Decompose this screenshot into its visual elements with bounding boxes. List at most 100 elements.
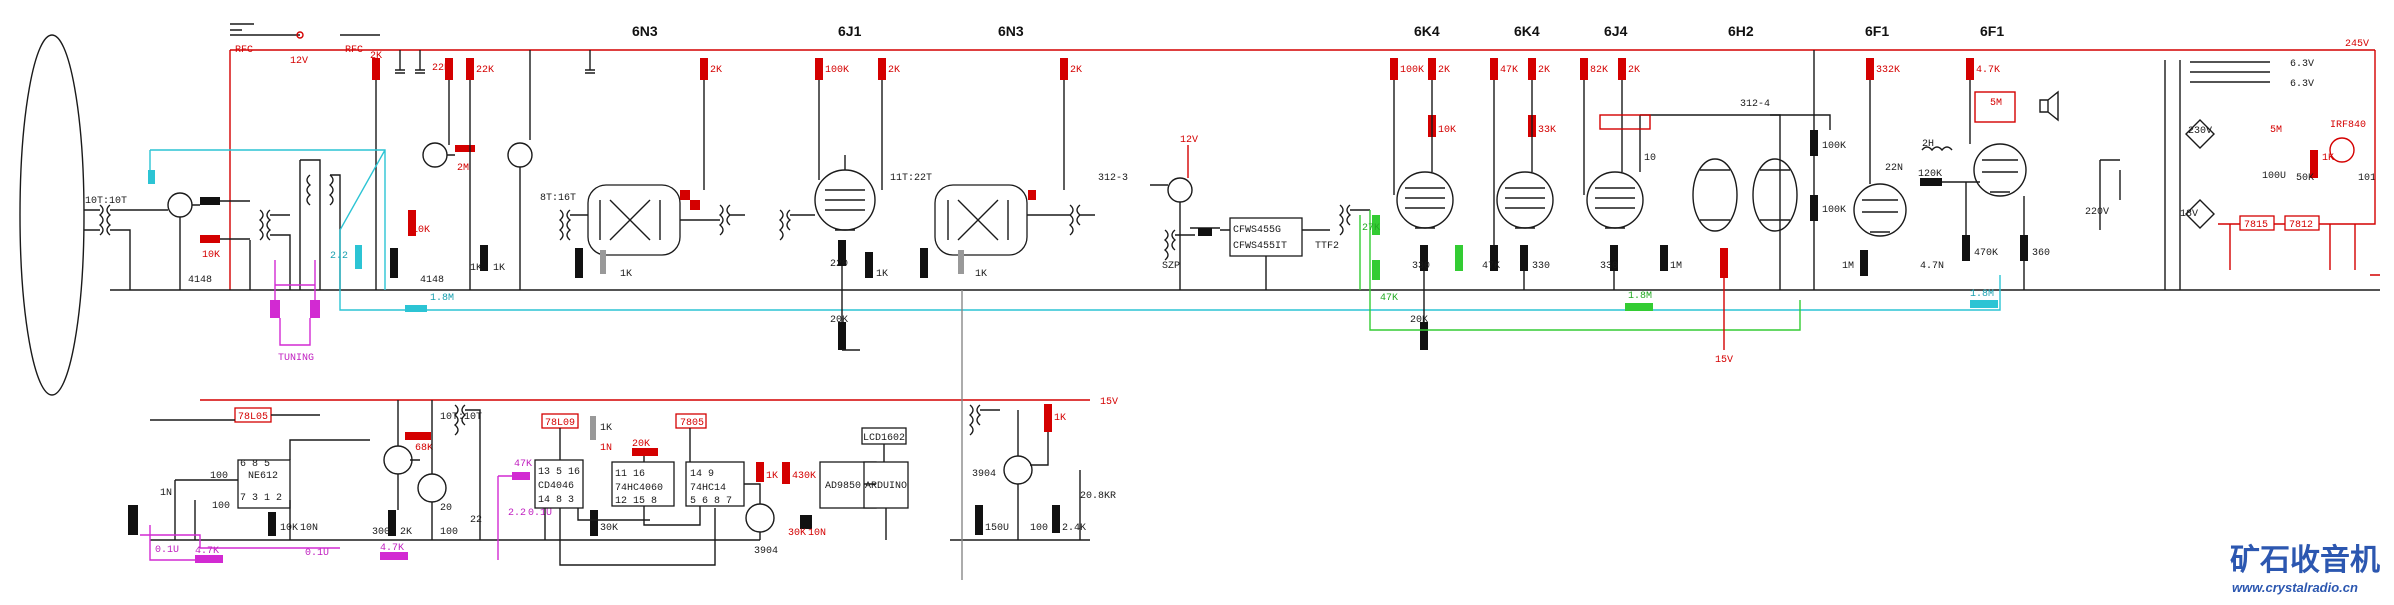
r-1k-v2-label: 1K — [876, 269, 888, 280]
heater-1-label: 6.3V — [2290, 59, 2314, 70]
r-330-v5-label: 330 — [1532, 261, 1550, 272]
brand-name: 矿石收音机 — [2230, 543, 2380, 578]
r-220-v2-label: 220 — [830, 259, 848, 270]
l-5m-b-label: 5M — [2270, 125, 2282, 136]
cd4046-label: CD4046 — [538, 481, 574, 492]
r-1k-grey-label: 1K — [600, 423, 612, 434]
tube-v6-label: 6J4 — [1604, 23, 1628, 39]
r-2k-v4-label: 2K — [1438, 65, 1450, 76]
ne612-pins-top: 6 8 5 — [240, 459, 270, 470]
hc14-label: 74HC14 — [690, 483, 726, 494]
r-47k-g-label: 47K — [1380, 293, 1398, 304]
r-10k-ne-label: 10K — [280, 523, 298, 534]
r-100k-a-label: 100K — [1822, 141, 1846, 152]
r-1m-v6-label: 1M — [1670, 261, 1682, 272]
hc14-pins-bot: 5 6 8 7 — [690, 496, 732, 507]
secondary-label: 230V — [2188, 126, 2212, 137]
bottom-osc-section: 78L05 NE612 6 8 5 7 3 1 2 100 100 1N 10K… — [128, 400, 909, 566]
supply-rails — [110, 49, 2380, 541]
c-10n-b-label: 10N — [808, 528, 826, 539]
r-330-v6-label: 330 — [1600, 261, 1618, 272]
r-10k-v4-label: 10K — [1438, 125, 1456, 136]
t-3904a-label: 3904 — [754, 546, 778, 557]
r-82k-v6-label: 82K — [1590, 65, 1608, 76]
r-33k-v5-label: 33K — [1538, 125, 1556, 136]
ifc-312-4-label: 312-4 — [1740, 99, 1770, 110]
hc14-pins-top: 14 9 — [690, 469, 714, 480]
r-120k-label: 120K — [1918, 169, 1942, 180]
reg-7805b-label: 7805 — [680, 418, 704, 429]
c-100u-label: 100U — [2262, 171, 2286, 182]
v15b-label: 15V — [1100, 397, 1118, 408]
c-24k-label: 2.4K — [1062, 523, 1086, 534]
r-30k-label: 30K — [600, 523, 618, 534]
l-2h-label: 2H — [1922, 139, 1934, 150]
v12-label: 12V — [1180, 135, 1198, 146]
rfc-1-label: RFC — [235, 45, 253, 56]
irf840-label: IRF840 — [2330, 120, 2366, 131]
r-20-label: 20 — [440, 503, 452, 514]
r-470k-label: 470K — [1974, 248, 1998, 259]
rf-front-end: 10K 4148 4148 RFC 12V RFC 2K 22K 22K 10K… — [148, 23, 2001, 364]
ne612-pins-bot: 7 3 1 2 — [240, 493, 282, 504]
c-1n-label: 1N — [160, 488, 172, 499]
tube-v1-stage: 6N3 8T:16T 2K 1K — [540, 23, 745, 280]
c-22-m-label: 2.2 — [508, 508, 526, 519]
r-1m-v8-label: 1M — [1842, 261, 1854, 272]
tube-v4-stage: 6K4 100K 2K 10K 330 20K 27K 47K — [1359, 23, 1801, 350]
r-150u-label: 150U — [985, 523, 1009, 534]
lcd1602-label: LCD1602 — [863, 433, 905, 444]
r-101-label: 101 — [2358, 173, 2376, 184]
r-47k-m-label: 47K — [514, 459, 532, 470]
r-1k-s-label: 1K — [2322, 153, 2334, 164]
r-20k-label: 20K — [632, 439, 650, 450]
tuning-label: TUNING — [278, 353, 314, 364]
r-10k-b-label: 10K — [412, 225, 430, 236]
tube-v3-label: 6N3 — [998, 23, 1024, 39]
ttf2-label: TTF2 — [1315, 241, 1339, 252]
cfw-2-label: CFWS455IT — [1233, 241, 1287, 252]
r-2k-v2-label: 2K — [888, 65, 900, 76]
r-22k-a-label: 22K — [432, 63, 450, 74]
c-10-label: 10 — [1644, 153, 1656, 164]
c-1n-b-label: 1N — [600, 443, 612, 454]
tube-v9-label: 6F1 — [1980, 23, 2004, 39]
diode-4148-b-label: 4148 — [420, 275, 444, 286]
r-18m-t-label: 1.8M — [430, 293, 454, 304]
reg-7815-label: 7815 — [2244, 220, 2268, 231]
rail-voltage-label: 245V — [2345, 39, 2369, 50]
tube-v4-label: 6K4 — [1414, 23, 1440, 39]
r-1k-b-label: 1K — [493, 263, 505, 274]
cd4046-pins-bot: 14 8 3 — [538, 495, 574, 506]
r-360-label: 360 — [2032, 248, 2050, 259]
c-22-cyan-label: 2.2 — [330, 251, 348, 262]
r-208k-label: 20.8KR — [1080, 491, 1116, 502]
r-332k-label: 332K — [1876, 65, 1900, 76]
r-68k-label: 68K — [415, 443, 433, 454]
r-330-v4-label: 330 — [1412, 261, 1430, 272]
cd4046-pins-top: 13 5 16 — [538, 467, 580, 478]
c-22p-label: 22 — [470, 515, 482, 526]
tube-v2-stage: 6J1 100K 2K 220 1K 20K — [778, 23, 900, 351]
tube-v2-label: 6J1 — [838, 23, 862, 39]
ad9850-label: AD9850 — [825, 481, 861, 492]
l-5m-v9-label: 5M — [1990, 98, 2002, 109]
c-100b-label: 100 — [212, 501, 230, 512]
r-100k-b-label: 100K — [1822, 205, 1846, 216]
reg-7812-label: 7812 — [2289, 220, 2313, 231]
bottom-right-section: 15V 3904 1K 150U 100 2.4K 20.8KR — [968, 397, 1118, 540]
r-30k-b-label: 30K — [788, 528, 806, 539]
r-1k-b2-label: 1K — [766, 471, 778, 482]
r-2k-a-label: 2K — [370, 51, 382, 62]
r-100-label: 100 — [440, 527, 458, 538]
tube-v8-label: 6F1 — [1865, 23, 1889, 39]
r-47k-v9-label: 4.7K — [1976, 65, 2000, 76]
power-supply: 245V 6.3V 6.3V 230V 18V 220V 5M 100U 50K… — [2085, 39, 2380, 290]
loop-antenna: 10T:10T — [19, 34, 150, 396]
hc4060-pins-top: 11 16 — [615, 469, 645, 480]
c-100a-label: 100 — [210, 471, 228, 482]
hc4060-label: 74HC4060 — [615, 483, 663, 494]
heater-2-label: 6.3V — [2290, 79, 2314, 90]
r-2k-v5-label: 2K — [1538, 65, 1550, 76]
rfc-2-label: RFC — [345, 45, 363, 56]
